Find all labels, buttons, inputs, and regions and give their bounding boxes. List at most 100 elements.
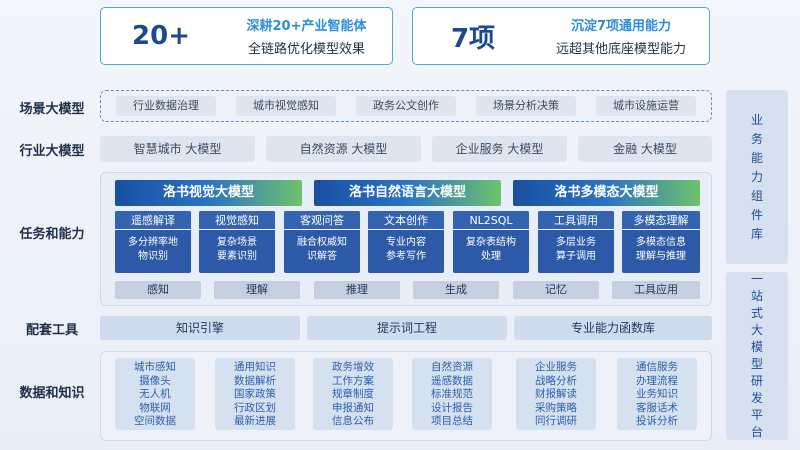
task-desc: 处理 bbox=[481, 251, 501, 262]
knowledge-item: 同行调研 bbox=[535, 415, 577, 427]
task-desc: 多层业务 bbox=[556, 237, 596, 248]
capability-perception: 感知 bbox=[115, 281, 201, 299]
scene-item-4: 场景分析决策 bbox=[476, 96, 576, 116]
scene-item-5: 城市设施运营 bbox=[596, 96, 696, 116]
knowledge-item: 空间数据 bbox=[134, 415, 176, 427]
knowledge-item: 国家政策 bbox=[234, 388, 276, 400]
task-cell: 工具调用 多层业务算子调用 bbox=[538, 211, 614, 273]
capability-tool-use: 工具应用 bbox=[612, 281, 700, 299]
knowledge-item: 自然资源 bbox=[431, 361, 473, 373]
knowledge-item: 业务知识 bbox=[636, 388, 678, 400]
task-desc: 多模态信息 bbox=[636, 237, 686, 248]
knowledge-group: 通信服务 办理流程 业务知识 客服话术 投诉分析 bbox=[617, 358, 697, 430]
knowledge-group: 通用知识 数据解析 国家政策 行政区划 最新进展 bbox=[215, 358, 295, 430]
scene-item-1: 行业数据治理 bbox=[116, 96, 216, 116]
model-head-multimodal: 洛书多模态大模型 bbox=[513, 180, 700, 206]
knowledge-item: 战略分析 bbox=[535, 374, 577, 387]
knowledge-item: 设计报告 bbox=[431, 401, 473, 414]
knowledge-item: 城市感知 bbox=[134, 361, 176, 373]
side-component-library-label: 业务能力组件库 bbox=[750, 112, 763, 241]
knowledge-item: 无人机 bbox=[139, 388, 171, 400]
side-dev-platform: 一站式大模型研发平台 bbox=[726, 272, 788, 440]
task-desc: 复杂表结构 bbox=[466, 237, 516, 248]
knowledge-item: 投诉分析 bbox=[636, 415, 678, 427]
knowledge-item: 申报通知 bbox=[332, 401, 374, 414]
knowledge-item: 通信服务 bbox=[636, 361, 678, 373]
knowledge-item: 摄像头 bbox=[139, 374, 171, 387]
task-title: NL2SQL bbox=[453, 211, 529, 230]
task-desc: 多分辨率地 bbox=[128, 237, 178, 248]
knowledge-group: 城市感知 摄像头 无人机 物联网 空间数据 bbox=[115, 358, 195, 430]
task-desc: 参考写作 bbox=[386, 251, 426, 262]
task-cell: 文本创作 专业内容参考写作 bbox=[368, 211, 444, 273]
task-title: 工具调用 bbox=[538, 211, 614, 230]
knowledge-item: 政务增效 bbox=[332, 361, 374, 373]
knowledge-item: 最新进展 bbox=[234, 415, 276, 427]
industry-item-3: 企业服务 大模型 bbox=[432, 136, 567, 162]
task-title: 视觉感知 bbox=[199, 211, 275, 230]
knowledge-item: 信息公布 bbox=[332, 415, 374, 427]
industry-item-2: 自然资源 大模型 bbox=[266, 136, 421, 162]
knowledge-panel bbox=[100, 351, 712, 441]
knowledge-item: 办理流程 bbox=[636, 374, 678, 387]
stat-title-1: 深耕20+产业智能体 bbox=[246, 19, 367, 34]
task-cell: 视觉感知 复杂场景要素识别 bbox=[199, 211, 275, 273]
task-desc: 专业内容 bbox=[386, 237, 426, 248]
task-title: 文本创作 bbox=[368, 211, 444, 230]
model-head-vision: 洛书视觉大模型 bbox=[115, 180, 302, 206]
knowledge-item: 项目总结 bbox=[431, 415, 473, 427]
stat-card-2: 7项 沉淀7项通用能力 远超其他底座模型能力 bbox=[412, 7, 710, 65]
capability-reasoning: 推理 bbox=[314, 281, 400, 299]
side-dev-platform-label: 一站式大模型研发平台 bbox=[750, 272, 763, 439]
knowledge-group: 政务增效 工作方案 规章制度 申报通知 信息公布 bbox=[313, 358, 393, 430]
scene-item-2: 城市视觉感知 bbox=[236, 96, 336, 116]
tool-knowledge-engine: 知识引擎 bbox=[100, 316, 300, 340]
row-label-data: 数据和知识 bbox=[19, 386, 85, 401]
knowledge-item: 通用知识 bbox=[234, 361, 276, 373]
stat-desc-2: 远超其他底座模型能力 bbox=[555, 42, 686, 57]
tool-prompt-engineering: 提示词工程 bbox=[307, 316, 507, 340]
task-desc: 要素识别 bbox=[217, 251, 257, 262]
stat-number-2: 7项 bbox=[450, 23, 496, 54]
row-label-tools: 配套工具 bbox=[25, 323, 78, 338]
scene-item-3: 政务公文创作 bbox=[356, 96, 456, 116]
side-component-library: 业务能力组件库 bbox=[726, 90, 788, 264]
task-cell: 遥感解译 多分辨率地物识别 bbox=[115, 211, 191, 273]
industry-item-4: 金融 大模型 bbox=[578, 136, 712, 162]
industry-item-1: 智慧城市 大模型 bbox=[100, 136, 255, 162]
capability-generation: 生成 bbox=[413, 281, 499, 299]
task-desc: 理解与推理 bbox=[636, 251, 686, 262]
knowledge-item: 客服话术 bbox=[636, 401, 678, 414]
task-title: 多模态理解 bbox=[622, 211, 700, 230]
knowledge-item: 企业服务 bbox=[535, 361, 577, 373]
task-desc: 物识别 bbox=[138, 251, 168, 262]
task-desc: 融合权威知 bbox=[297, 237, 347, 248]
capability-understanding: 理解 bbox=[214, 281, 300, 299]
knowledge-item: 标准规范 bbox=[431, 388, 473, 400]
task-title: 遥感解译 bbox=[115, 211, 191, 230]
knowledge-group: 自然资源 遥感数据 标准规范 设计报告 项目总结 bbox=[412, 358, 492, 430]
knowledge-item: 遥感数据 bbox=[431, 374, 473, 387]
tool-function-library: 专业能力函数库 bbox=[514, 316, 712, 340]
knowledge-item: 物联网 bbox=[139, 401, 171, 414]
task-desc: 算子调用 bbox=[556, 251, 596, 262]
task-desc: 复杂场景 bbox=[217, 237, 257, 248]
knowledge-group: 企业服务 战略分析 财报解读 采购策略 同行调研 bbox=[516, 358, 596, 430]
knowledge-item: 工作方案 bbox=[332, 374, 374, 387]
row-label-task: 任务和能力 bbox=[19, 227, 85, 242]
stat-card-1: 20+ 深耕20+产业智能体 全链路优化模型效果 bbox=[100, 7, 393, 65]
knowledge-item: 数据解析 bbox=[234, 374, 276, 387]
stat-title-2: 沉淀7项通用能力 bbox=[570, 19, 672, 34]
capability-memory: 记忆 bbox=[513, 281, 599, 299]
task-cell: NL2SQL 复杂表结构处理 bbox=[453, 211, 529, 273]
model-head-nlp: 洛书自然语言大模型 bbox=[314, 180, 501, 206]
task-desc: 识解答 bbox=[307, 251, 337, 262]
knowledge-item: 行政区划 bbox=[234, 401, 276, 414]
knowledge-item: 采购策略 bbox=[535, 401, 577, 414]
knowledge-item: 规章制度 bbox=[332, 388, 374, 400]
stat-number-1: 20+ bbox=[132, 21, 190, 51]
task-cell: 客观问答 融合权威知识解答 bbox=[284, 211, 360, 273]
task-title: 客观问答 bbox=[284, 211, 360, 230]
stat-desc-1: 全链路优化模型效果 bbox=[247, 42, 365, 57]
row-label-industry: 行业大模型 bbox=[19, 144, 85, 159]
